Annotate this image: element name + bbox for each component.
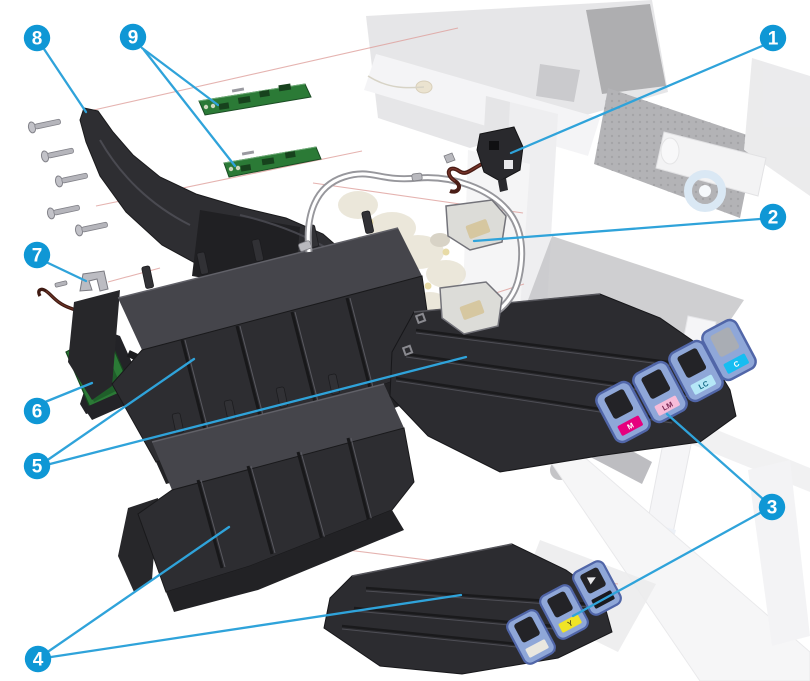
callout-1: 1 bbox=[759, 24, 787, 52]
callout-5: 5 bbox=[23, 452, 51, 480]
cartridge-frame-lc: LC bbox=[668, 339, 724, 403]
slot-label-c: C bbox=[732, 359, 742, 370]
callout-3-number: 3 bbox=[767, 498, 778, 519]
callout-2-number: 2 bbox=[768, 208, 779, 229]
callout-1-number: 1 bbox=[768, 29, 779, 50]
lower-cartridge-tray: Y bbox=[323, 543, 622, 675]
slot-color-mk bbox=[525, 639, 549, 658]
strip-board-upper bbox=[198, 83, 312, 116]
callout-5-number: 5 bbox=[32, 457, 43, 478]
leader-lines bbox=[42, 44, 765, 659]
leader-4b bbox=[49, 593, 463, 659]
cartridge-frame-lm: LM bbox=[632, 360, 688, 424]
leader-4a bbox=[47, 525, 231, 653]
callout-9-number: 9 bbox=[128, 28, 139, 49]
roll-end-cap bbox=[684, 170, 726, 212]
cartridge-frame-m: M bbox=[595, 380, 651, 444]
leader-8 bbox=[42, 47, 88, 114]
callout-7-number: 7 bbox=[32, 246, 43, 267]
callout-7: 7 bbox=[23, 241, 51, 269]
sensor-bracket-part bbox=[443, 126, 524, 194]
callout-badges: 1 2 3 4 5 6 7 8 bbox=[23, 23, 787, 673]
strip-board-lower bbox=[223, 146, 322, 178]
callout-4-number: 4 bbox=[33, 650, 44, 671]
callout-6: 6 bbox=[23, 397, 51, 425]
leader-1 bbox=[509, 44, 764, 155]
housing-posts bbox=[141, 210, 374, 289]
housing-posts bbox=[171, 373, 340, 434]
cartridge-frame-y: Y bbox=[539, 584, 589, 640]
leader-5b bbox=[48, 355, 468, 466]
leader-3a bbox=[665, 412, 765, 501]
callout-6-number: 6 bbox=[32, 402, 43, 423]
callout-3: 3 bbox=[758, 493, 786, 521]
leader-3b bbox=[571, 511, 762, 618]
slot-color-lc bbox=[690, 374, 716, 395]
callout-4: 4 bbox=[24, 645, 52, 673]
slot-label-m: M bbox=[626, 421, 636, 432]
slot-label-lm: LM bbox=[661, 400, 675, 413]
leader-6 bbox=[43, 381, 94, 404]
callout-2: 2 bbox=[759, 203, 787, 231]
callout-8: 8 bbox=[23, 24, 51, 52]
air-tubes-assembly-part bbox=[298, 170, 526, 357]
slot-label-y: Y bbox=[566, 618, 575, 628]
callout-9: 9 bbox=[119, 23, 147, 51]
cartridge-frame-mk bbox=[506, 609, 556, 665]
slot-label-lc: LC bbox=[697, 379, 711, 392]
mounting-screws bbox=[27, 87, 255, 237]
leader-9b bbox=[142, 48, 237, 168]
slot-color-y bbox=[558, 614, 582, 633]
metal-clip-part bbox=[54, 270, 109, 292]
slot-color-m bbox=[617, 415, 643, 436]
lower-iss-housing bbox=[118, 373, 415, 612]
slot-color-lm bbox=[654, 395, 680, 416]
slot-color-c bbox=[723, 353, 749, 374]
upper-cartridge-tray: C LC LM M bbox=[389, 293, 757, 473]
leader-7 bbox=[44, 260, 88, 283]
leader-2 bbox=[472, 217, 762, 243]
callout-8-number: 8 bbox=[32, 29, 43, 50]
leader-5a bbox=[47, 357, 196, 461]
leader-9a bbox=[140, 46, 220, 107]
